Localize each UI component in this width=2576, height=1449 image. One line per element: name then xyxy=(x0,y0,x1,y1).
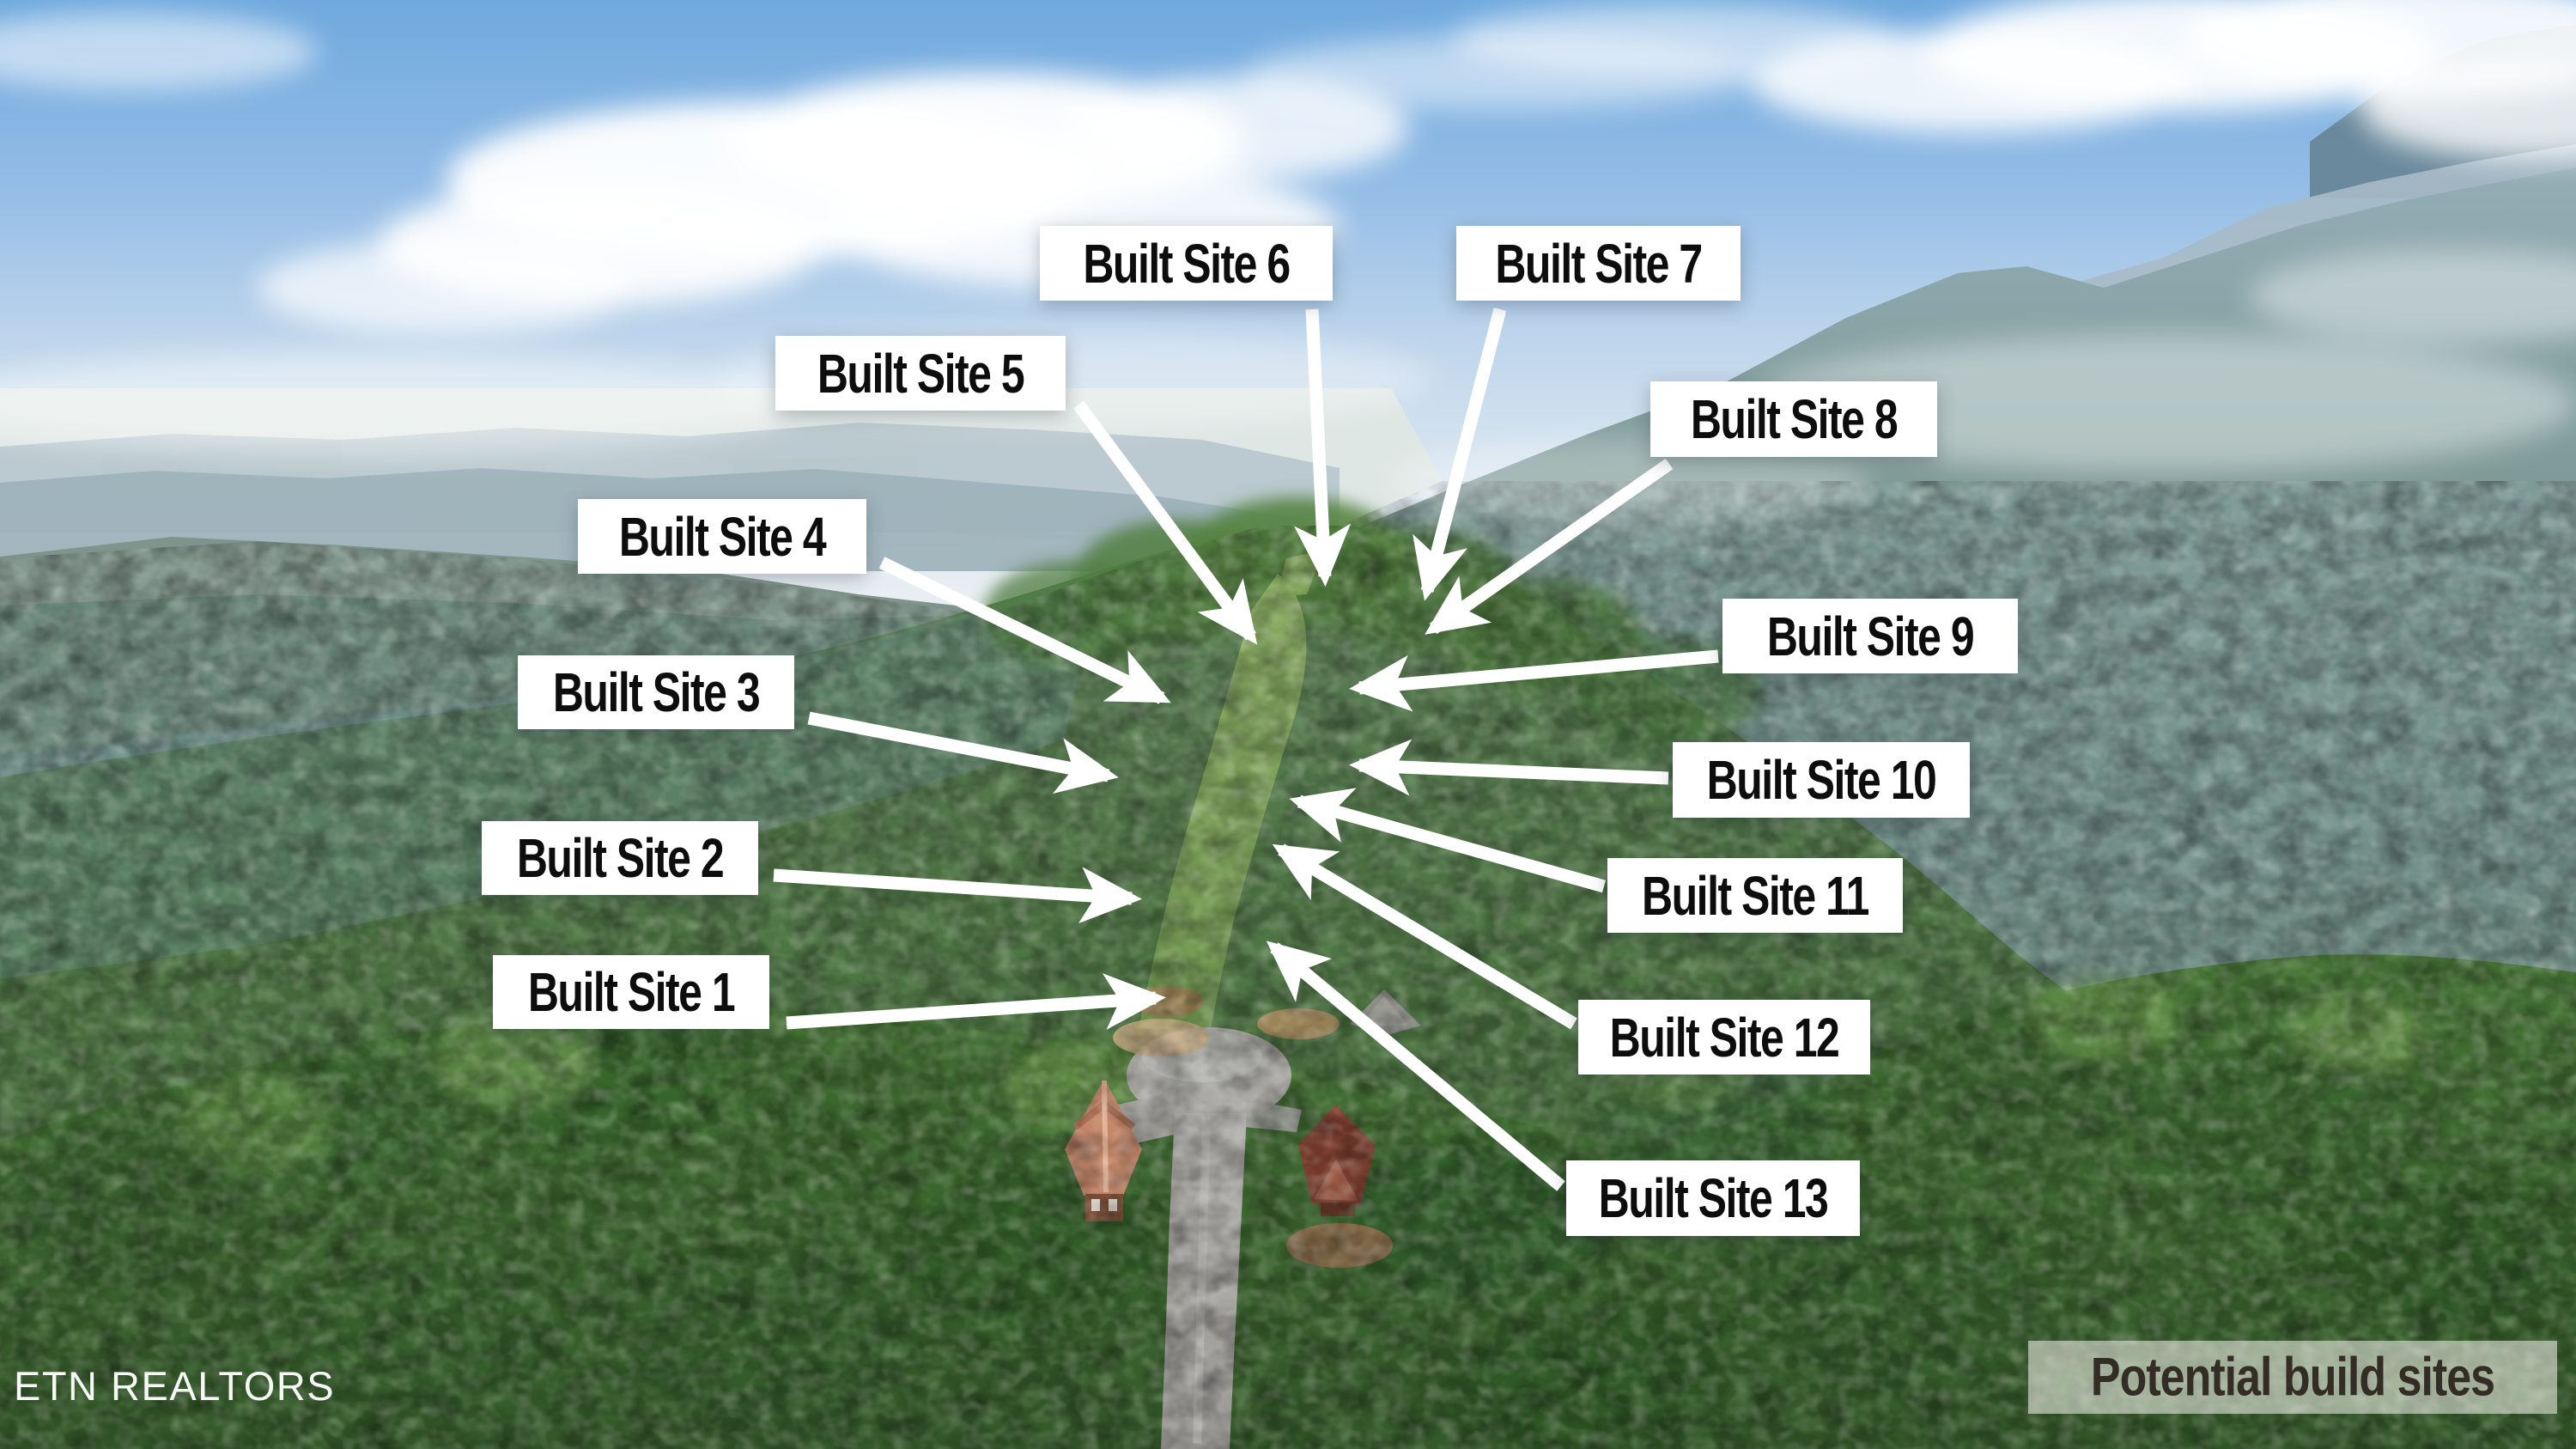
site-label-13: Built Site 13 xyxy=(1566,1160,1860,1236)
site-label-text: Built Site 7 xyxy=(1495,232,1703,295)
site-label-9: Built Site 9 xyxy=(1722,599,2018,673)
site-label-text: Built Site 3 xyxy=(552,661,761,723)
site-label-text: Built Site 1 xyxy=(527,961,736,1023)
caption-box: Potential build sites xyxy=(2028,1341,2557,1414)
site-label-5: Built Site 5 xyxy=(775,336,1066,411)
site-label-text: Built Site 8 xyxy=(1690,388,1899,450)
site-label-text: Built Site 6 xyxy=(1083,232,1291,295)
site-label-11: Built Site 11 xyxy=(1607,858,1903,933)
site-label-4: Built Site 4 xyxy=(578,499,866,574)
site-label-6: Built Site 6 xyxy=(1040,226,1333,301)
site-label-text: Built Site 4 xyxy=(618,505,827,568)
site-label-text: Built Site 10 xyxy=(1706,749,1937,811)
canopy-texture xyxy=(0,481,2576,1449)
site-label-text: Built Site 5 xyxy=(817,342,1025,405)
site-label-1: Built Site 1 xyxy=(493,955,769,1029)
site-label-text: Built Site 9 xyxy=(1766,605,1975,667)
site-label-8: Built Site 8 xyxy=(1650,381,1937,457)
site-label-text: Built Site 2 xyxy=(516,827,725,889)
realtor-watermark: ETN REALTORS xyxy=(14,1363,336,1409)
site-label-2: Built Site 2 xyxy=(482,821,758,895)
site-label-3: Built Site 3 xyxy=(518,655,794,729)
site-label-10: Built Site 10 xyxy=(1673,742,1970,818)
site-label-12: Built Site 12 xyxy=(1578,1000,1870,1075)
site-label-text: Built Site 11 xyxy=(1642,864,1869,927)
site-label-text: Built Site 13 xyxy=(1598,1167,1829,1229)
caption-text: Potential build sites xyxy=(2090,1347,2495,1408)
site-label-7: Built Site 7 xyxy=(1456,226,1741,301)
site-label-text: Built Site 12 xyxy=(1609,1006,1840,1068)
